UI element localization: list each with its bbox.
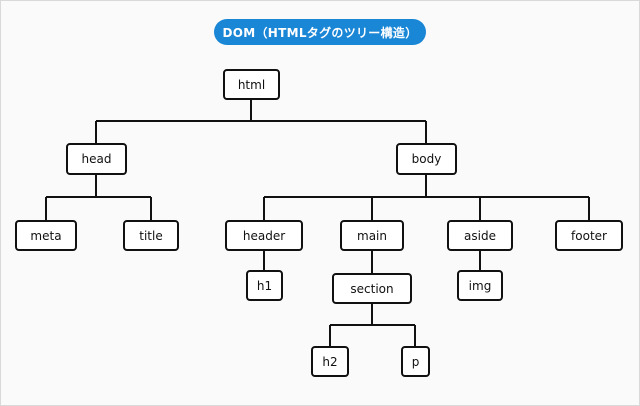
- node-p: p: [401, 346, 430, 377]
- edge-html-children: [95, 99, 427, 143]
- node-section: section: [332, 273, 412, 304]
- edge-head-children: [45, 175, 152, 220]
- node-main: main: [340, 220, 404, 251]
- node-html: html: [223, 69, 280, 100]
- node-head: head: [66, 143, 127, 175]
- edge-body-children: [263, 175, 590, 220]
- node-header: header: [225, 220, 303, 251]
- node-body: body: [396, 143, 457, 175]
- node-h1: h1: [246, 270, 283, 301]
- node-aside: aside: [447, 220, 513, 251]
- node-img: img: [457, 270, 503, 301]
- node-meta: meta: [15, 220, 77, 251]
- diagram-title: DOM（HTMLタグのツリー構造）: [214, 19, 426, 45]
- node-footer: footer: [555, 220, 623, 251]
- node-h2: h2: [311, 346, 349, 377]
- node-title: title: [123, 220, 179, 251]
- edge-section-children: [329, 304, 416, 346]
